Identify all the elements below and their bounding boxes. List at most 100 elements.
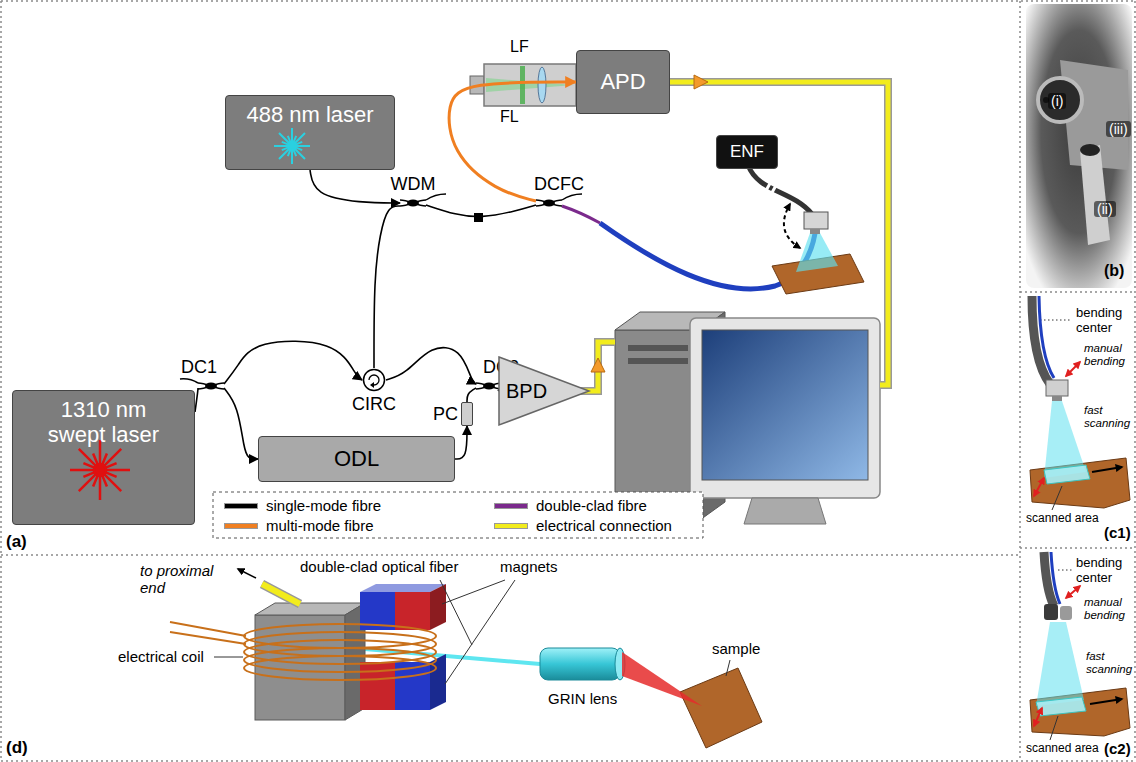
- fibre-connector: [455, 426, 467, 459]
- label-holder: (b): [1104, 262, 1124, 280]
- scanner-head: [170, 622, 246, 644]
- laser-starburst: [274, 128, 310, 164]
- electrical-cable: [764, 180, 778, 196]
- electrical-cable: [748, 165, 812, 214]
- coupler-symbol: [198, 383, 224, 389]
- annotation-label: manual bending: [1084, 342, 1134, 368]
- node-label: APD: [600, 69, 645, 94]
- probe-photo: [1080, 144, 1100, 156]
- coupler-symbol: [536, 200, 562, 206]
- fibre-connector: [467, 388, 476, 402]
- panel-divider: [1020, 547, 1135, 549]
- fibre-connector: [310, 170, 400, 203]
- scan-scheme: [1039, 296, 1054, 378]
- node-label: DC1: [181, 357, 217, 378]
- legend-swatch: [494, 523, 528, 529]
- label-holder: bending center: [1076, 306, 1134, 336]
- label-holder: to proximal end: [140, 562, 230, 597]
- node-label-holder: CIRC: [352, 394, 396, 415]
- probe-photo: [1026, 4, 1132, 288]
- panel-letter: (c2): [1104, 740, 1131, 757]
- laser-starburst: [274, 128, 310, 164]
- label-holder: (c1): [1104, 524, 1131, 541]
- laser-starburst: [70, 440, 130, 500]
- scanner-head: [214, 580, 730, 684]
- computer: [628, 345, 688, 351]
- node-label-holder: PC: [433, 404, 458, 425]
- scanner-head: [442, 580, 505, 604]
- circulator-symbol: [362, 368, 386, 392]
- node-label-holder: DC1: [181, 357, 217, 378]
- legend-label: multi-mode fibre: [266, 517, 374, 534]
- unused-coupler-arm: [180, 194, 582, 383]
- annotation-label: electrical coil: [118, 648, 204, 665]
- node-label: 1310 nm swept laser: [39, 397, 169, 448]
- scan-scheme: [1066, 586, 1080, 598]
- detector-housing: [486, 78, 574, 92]
- scanner-head: [262, 584, 300, 604]
- label-holder: scanned area: [1026, 742, 1099, 756]
- filter-box: ENF: [716, 135, 778, 169]
- legend-entry: multi-mode fibre: [224, 517, 374, 534]
- panel-letter: (c1): [1104, 524, 1131, 541]
- coupler-symbol: [483, 383, 495, 390]
- label-holder: sample: [712, 640, 760, 657]
- coupler-symbol: [536, 198, 562, 208]
- label-holder: (c2): [1104, 740, 1131, 757]
- scanner-head: [395, 592, 430, 630]
- coupler-symbol: [476, 383, 502, 389]
- coupler-symbol: [476, 381, 502, 391]
- scan-scheme: [1052, 396, 1062, 401]
- double-clad-fibre: [562, 206, 600, 223]
- scanner-head: [238, 569, 256, 578]
- scan-scheme: [1044, 604, 1058, 620]
- fibre-coupler: DC1: [198, 381, 224, 391]
- detector-housing: [520, 66, 525, 104]
- legend-entry: single-mode fibre: [224, 497, 381, 514]
- electrical-connection: [670, 82, 888, 385]
- electrical-connection: [670, 82, 888, 385]
- legend-swatch: [224, 523, 258, 529]
- panel-letter: (b): [1104, 262, 1124, 280]
- scan-scheme: [1034, 478, 1044, 496]
- node-label: WDM: [391, 174, 436, 195]
- probe-photo: [1026, 4, 1132, 288]
- legend-label: electrical connection: [536, 517, 672, 534]
- coupler-symbol: [400, 200, 426, 206]
- annotation-label: sample: [712, 640, 760, 657]
- label-holder: LF: [510, 38, 529, 56]
- polarization-controller: PC: [461, 402, 473, 426]
- legend-swatch: [494, 503, 528, 509]
- scan-scheme: [1066, 362, 1080, 376]
- label-holder: bending center: [1076, 556, 1134, 586]
- node-label: CIRC: [352, 394, 396, 415]
- laser-starburst: [70, 440, 130, 500]
- scan-scheme: [1046, 380, 1068, 396]
- annotation-label: bending center: [1076, 556, 1134, 586]
- probe-sample: [804, 212, 828, 229]
- coupler-symbol: [400, 198, 426, 208]
- scan-scheme: [1040, 320, 1072, 321]
- scan-scheme: [1058, 570, 1072, 571]
- unused-coupler-arm: [426, 194, 446, 200]
- annotation-label: manual bending: [1084, 596, 1134, 622]
- node-label: BPD: [506, 380, 547, 403]
- signal-arrow: [694, 75, 708, 89]
- laser-starburst: [288, 142, 296, 150]
- label-holder: (iii): [1106, 120, 1131, 138]
- node-label: DCFC: [534, 174, 584, 195]
- unused-coupler-arm: [180, 379, 198, 383]
- fibre-connector: [374, 206, 400, 368]
- label-holder: (d): [6, 738, 28, 758]
- coupler-symbol: [205, 383, 217, 390]
- fibre-connector: [386, 348, 476, 384]
- scanner-head: [440, 580, 472, 645]
- scanner-head: [170, 569, 762, 748]
- fibre-connector: [474, 213, 483, 222]
- part-callout: (ii): [1094, 201, 1116, 217]
- panel-letter: (d): [6, 738, 28, 758]
- node-label-holder: WDM: [391, 174, 436, 195]
- scan-scheme: [1036, 622, 1084, 706]
